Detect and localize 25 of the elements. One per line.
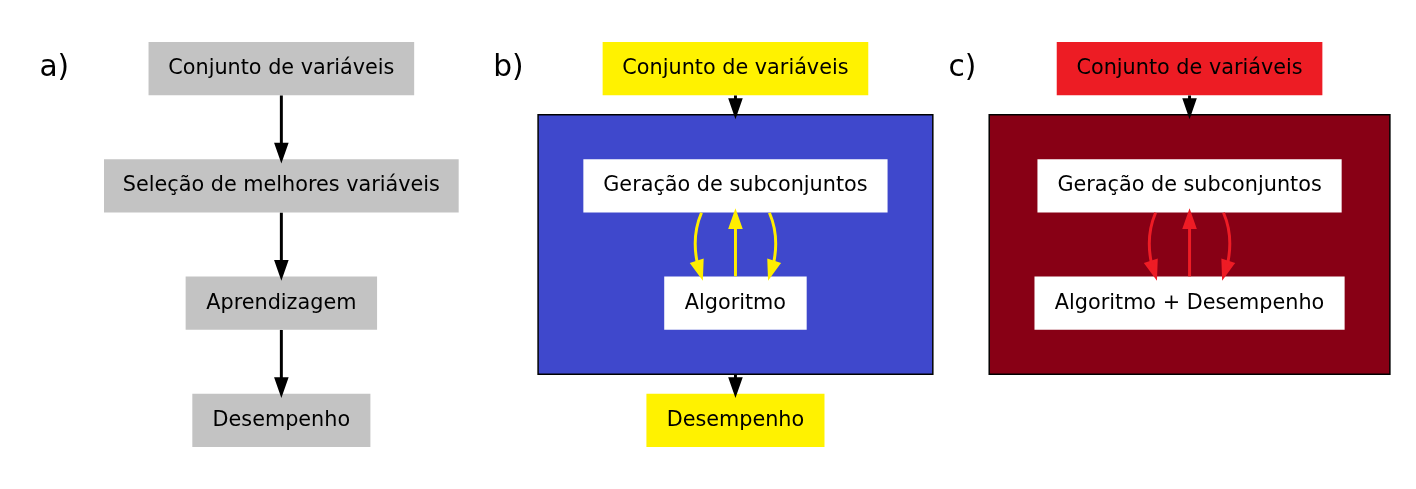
node-box: Algoritmo [664, 276, 807, 330]
arrow [274, 212, 289, 281]
arrow [1221, 212, 1236, 281]
cluster [988, 113, 1391, 376]
arrow [767, 212, 782, 281]
arrow [1143, 212, 1158, 281]
node-box: Seleção de melhores variáveis [104, 159, 459, 213]
node-box: Desempenho [192, 393, 371, 448]
node-box: Geração de subconjuntos [583, 159, 888, 213]
node-box: Algoritmo + Desempenho [1034, 276, 1345, 330]
label: c) [948, 48, 977, 84]
arrow [728, 208, 743, 277]
node-box: Conjunto de variáveis [602, 41, 869, 96]
arrow [274, 95, 289, 164]
node-box: Geração de subconjuntos [1037, 159, 1342, 213]
cluster [537, 113, 934, 376]
node-box: Conjunto de variáveis [148, 41, 415, 96]
node-box: Desempenho [646, 393, 825, 448]
arrow [274, 329, 289, 399]
arrow [1182, 208, 1197, 277]
arrow [689, 212, 704, 281]
label: a) [39, 48, 70, 84]
label: b) [493, 48, 524, 84]
node-box: Aprendizagem [185, 276, 378, 330]
node-box: Conjunto de variáveis [1056, 41, 1323, 96]
